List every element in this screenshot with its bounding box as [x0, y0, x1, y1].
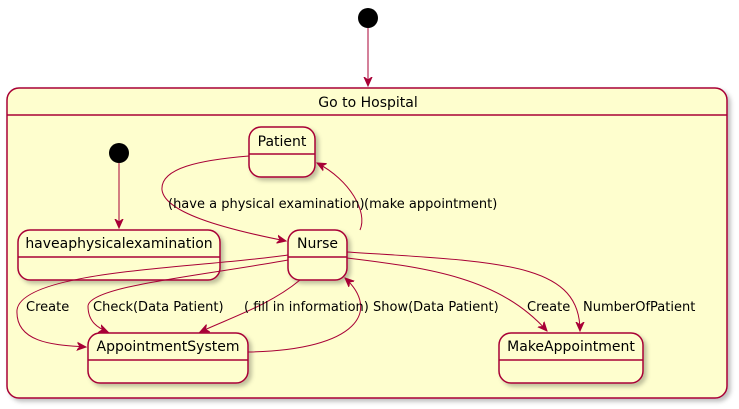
- state-appointment-system-label: AppointmentSystem: [97, 339, 240, 355]
- edge-nurse-to-appointment-fill: [200, 279, 301, 332]
- label-make-appointment: (make appointment): [364, 197, 497, 212]
- inner-initial-node: [109, 143, 129, 163]
- label-create-left: Create: [26, 300, 69, 315]
- outer-initial-node: [358, 8, 378, 28]
- state-nurse: Nurse: [287, 229, 348, 281]
- edge-nurse-to-make-appointment-create: [346, 257, 547, 331]
- state-appointment-system: AppointmentSystem: [87, 332, 249, 384]
- label-fill-in-information: ( fill in information): [244, 300, 369, 315]
- label-have-physical-examination: (have a physical examination): [168, 197, 365, 212]
- state-nurse-label: Nurse: [297, 236, 338, 252]
- edge-appointment-to-nurse-show: [247, 278, 362, 353]
- edge-nurse-to-appointment-create: [16, 254, 289, 347]
- state-patient-label: Patient: [258, 134, 307, 150]
- state-make-appointment: MakeAppointment: [498, 332, 644, 384]
- state-patient: Patient: [248, 126, 316, 178]
- label-create-right: Create: [527, 300, 570, 315]
- edge-patient-to-nurse: [161, 155, 286, 241]
- edge-nurse-to-make-appointment-number: [346, 251, 580, 331]
- label-number-of-patient: NumberOfPatient: [583, 300, 695, 315]
- state-make-appointment-label: MakeAppointment: [507, 339, 635, 355]
- label-show-data-patient: Show(Data Patient): [373, 300, 499, 315]
- state-have-physical-examination: haveaphysicalexamination: [17, 229, 221, 281]
- label-check-data-patient: Check(Data Patient): [93, 300, 224, 315]
- composite-title: Go to Hospital: [318, 95, 418, 111]
- edge-nurse-to-patient: [317, 163, 363, 231]
- edge-nurse-to-appointment-check: [87, 259, 289, 332]
- composite-state-go-to-hospital: Go to Hospital: [6, 87, 728, 399]
- state-have-physical-label: haveaphysicalexamination: [25, 236, 212, 252]
